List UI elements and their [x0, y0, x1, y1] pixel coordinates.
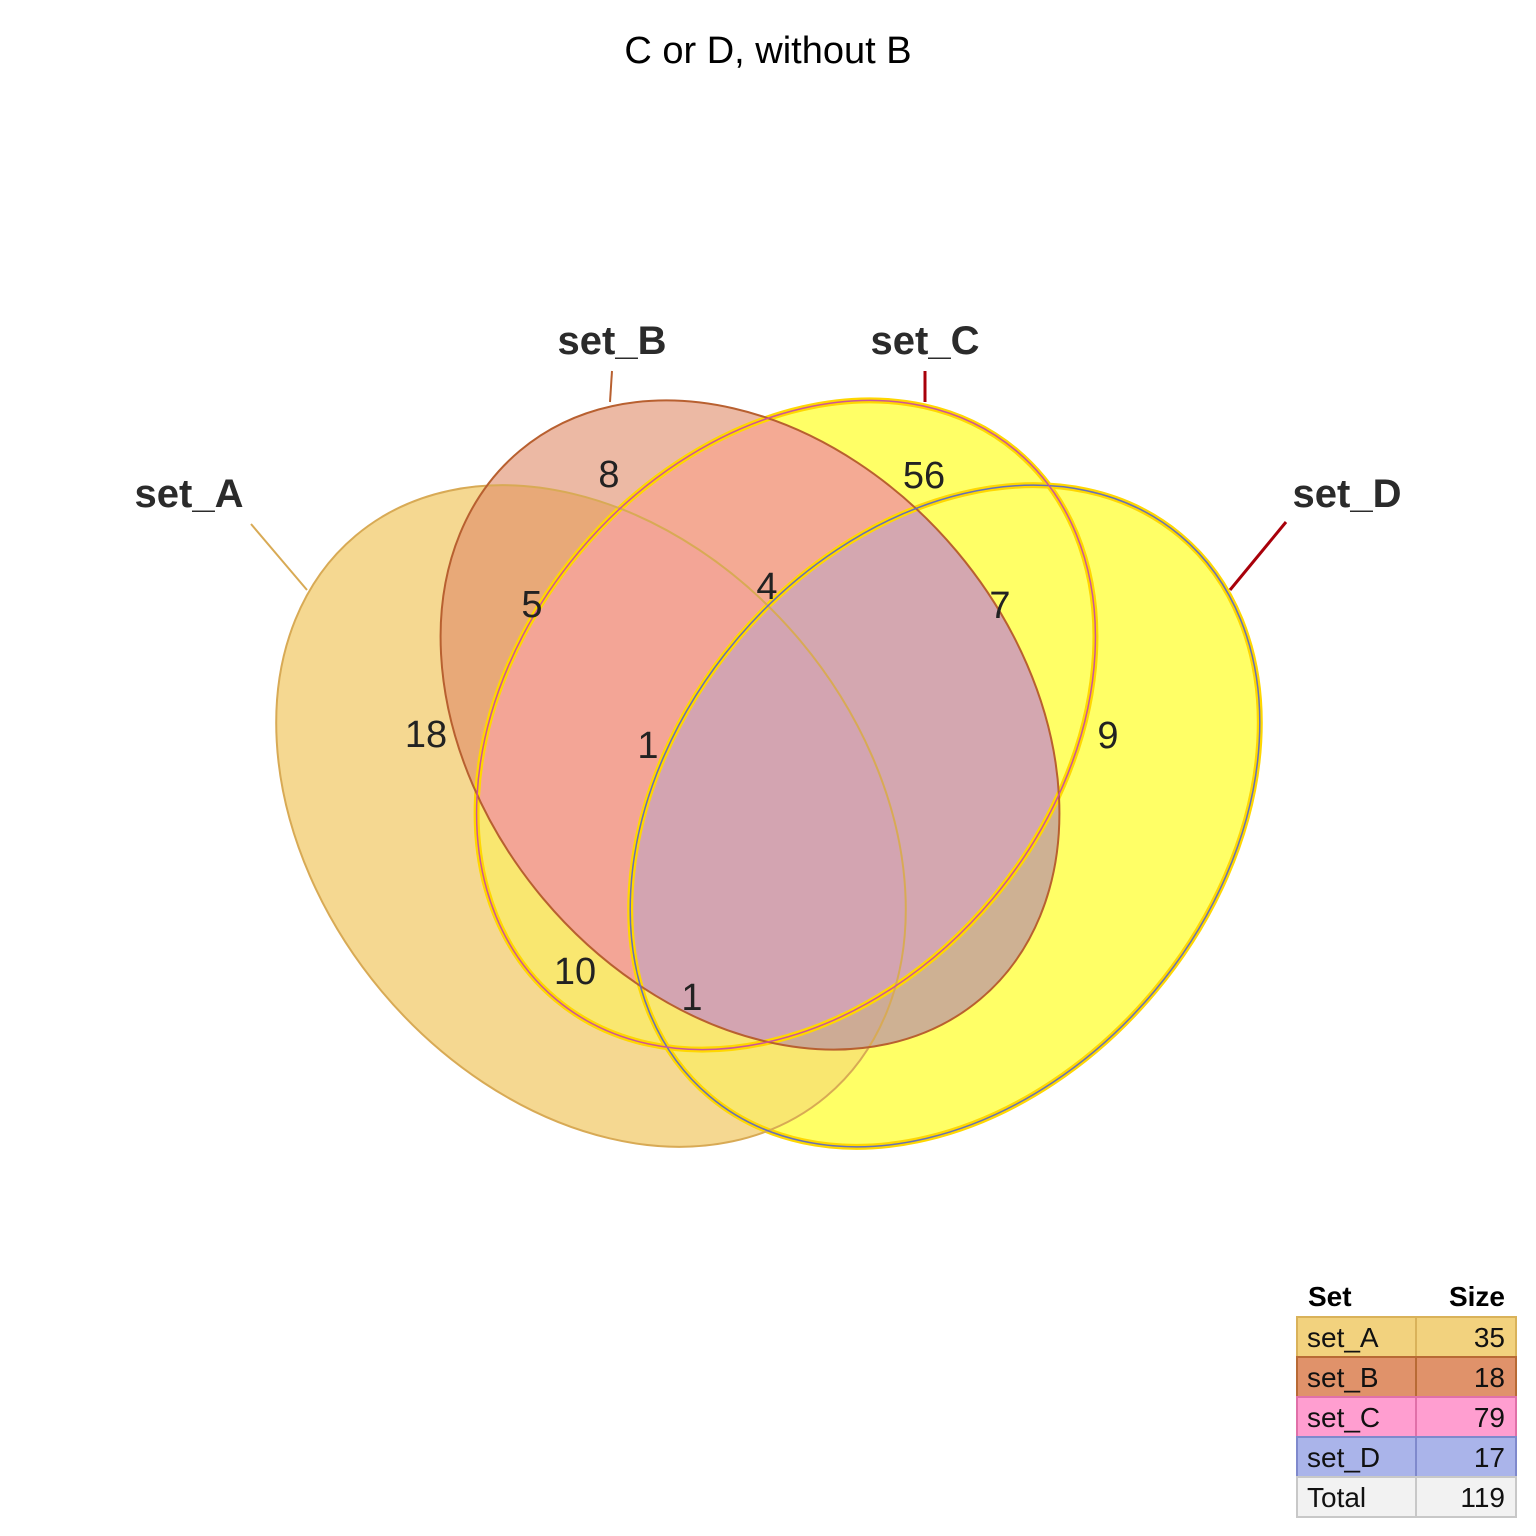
legend-row-set-b-size-cell: [1415, 1356, 1517, 1398]
chart-title: C or D, without B: [624, 30, 911, 72]
legend-set-c-size: 79: [1474, 1402, 1505, 1433]
legend-set-b-name: set_B: [1307, 1362, 1379, 1393]
legend-header-size: Size: [1449, 1281, 1505, 1312]
region-count-c-d: 7: [989, 585, 1010, 627]
set-b-label: set_B: [558, 319, 667, 363]
legend-set-a-size: 35: [1474, 1322, 1505, 1353]
region-count-a-only: 18: [405, 714, 447, 756]
region-count-b-c: 4: [756, 566, 777, 608]
set-d-label: set_D: [1293, 472, 1402, 516]
region-count-b-only: 8: [598, 454, 619, 496]
region-count-a-d: 10: [554, 951, 596, 993]
set-b-leader-line: [609, 370, 613, 403]
set-c-outline: [475, 399, 1097, 1051]
legend-set-b-size: 18: [1474, 1362, 1505, 1393]
legend-set-d-name: set_D: [1307, 1442, 1380, 1473]
set-d-leader-line: [1228, 521, 1288, 591]
legend-total-value: 119: [1460, 1482, 1505, 1513]
legend-row-set-d-size-cell: [1415, 1436, 1517, 1478]
region-count-a-b-c: 1: [637, 725, 658, 767]
region-count-a-c-d: 1: [681, 977, 702, 1019]
legend-set-c-name: set_C: [1307, 1402, 1380, 1433]
legend-total-label-cell: [1296, 1476, 1417, 1518]
set-a-label: set_A: [135, 472, 244, 516]
legend-row-set-c-size-cell: [1415, 1396, 1517, 1438]
set-a-leader-line: [250, 523, 308, 591]
set-c-label: set_C: [871, 319, 980, 363]
region-count-c-only: 56: [903, 455, 945, 497]
region-count-d-only: 9: [1097, 715, 1118, 757]
legend-set-d-size: 17: [1474, 1442, 1505, 1473]
region-count-a-b: 5: [521, 584, 542, 626]
legend-total-value-cell: [1415, 1476, 1517, 1518]
legend-row-set-a-size-cell: [1415, 1316, 1517, 1358]
size-legend-table: Set Size set_A 35 set_B 18 set_C 79 set_…: [1296, 1281, 1517, 1518]
set-b-outline: [439, 399, 1061, 1051]
set-outlines: [275, 397, 1263, 1150]
legend-total-label: Total: [1307, 1482, 1366, 1513]
legend-header-set: Set: [1308, 1281, 1352, 1312]
set-a-outline: [275, 484, 907, 1148]
legend-row-set-d-name-cell: [1296, 1436, 1417, 1478]
legend-set-a-name: set_A: [1307, 1322, 1379, 1353]
region-counts: 18 8 56 9 5 4 7 1 10 1: [405, 454, 1119, 1019]
set-d-outline: [629, 484, 1261, 1148]
legend-row-set-c-name-cell: [1296, 1396, 1417, 1438]
